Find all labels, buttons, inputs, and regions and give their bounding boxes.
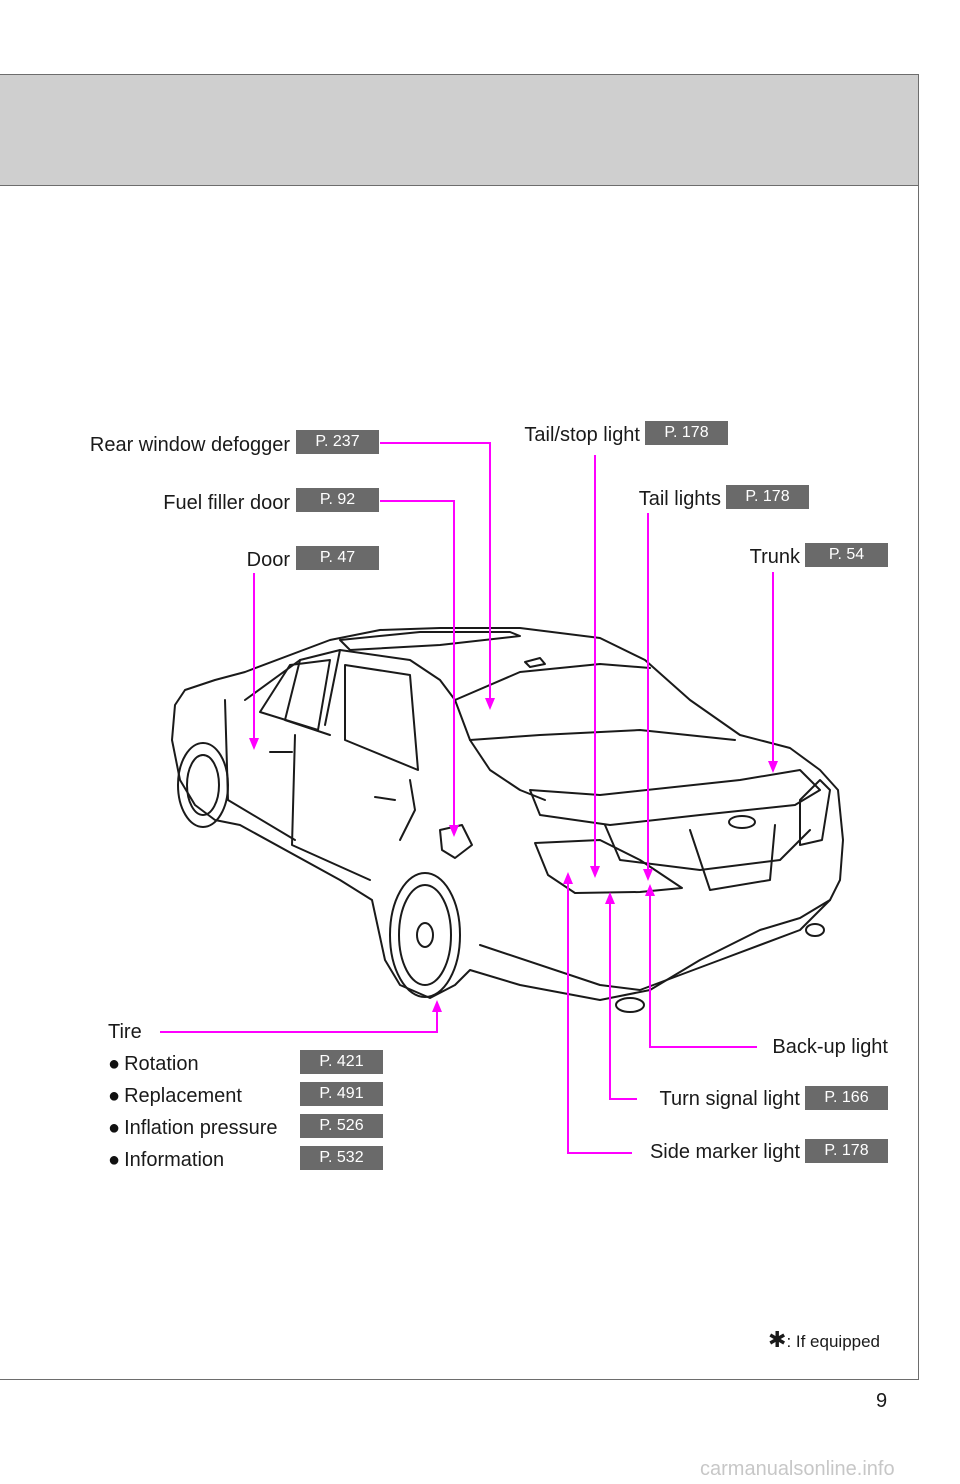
- page-number: 9: [876, 1390, 888, 1412]
- asterisk-icon: ✱: [768, 1327, 787, 1352]
- tire-item-label: Replacement: [124, 1085, 242, 1107]
- tire-item-label: Information: [124, 1149, 225, 1171]
- tire-item-information: ●Information: [108, 1148, 224, 1172]
- trunk-label: Trunk: [749, 546, 800, 568]
- leader-lines: [160, 442, 774, 1154]
- tail-lights-page-badge[interactable]: P. 178: [726, 485, 809, 509]
- tire-item-replacement: ●Replacement: [108, 1084, 242, 1108]
- bullet-icon: ●: [108, 1149, 121, 1171]
- watermark: carmanualsonline.info: [700, 1458, 895, 1480]
- header-band: [0, 75, 918, 186]
- tire-item-rotation: ●Rotation: [108, 1052, 199, 1076]
- footnote-text: : If equipped: [786, 1332, 881, 1351]
- tire-item-inflation-pressure: ●Inflation pressure: [108, 1116, 278, 1140]
- door-label: Door: [246, 549, 290, 571]
- bullet-icon: ●: [108, 1117, 121, 1139]
- door-page-badge[interactable]: P. 47: [296, 546, 379, 570]
- bullet-icon: ●: [108, 1053, 121, 1075]
- fuel-filler-door-page-badge[interactable]: P. 92: [296, 488, 379, 512]
- side-marker-light-label: Side marker light: [649, 1141, 800, 1163]
- tire-heading: Tire: [108, 1021, 142, 1043]
- tail-stop-light-label: Tail/stop light: [524, 424, 640, 446]
- tire-information-page-badge[interactable]: P. 532: [300, 1146, 383, 1170]
- tire-item-label: Inflation pressure: [124, 1117, 278, 1139]
- tail-stop-light-page-badge[interactable]: P. 178: [645, 421, 728, 445]
- turn-signal-light-page-badge[interactable]: P. 166: [805, 1086, 888, 1110]
- rear-window-defogger-page-badge[interactable]: P. 237: [296, 430, 379, 454]
- tire-item-label: Rotation: [124, 1053, 199, 1075]
- side-marker-light-page-badge[interactable]: P. 178: [805, 1139, 888, 1163]
- trunk-page-badge[interactable]: P. 54: [805, 543, 888, 567]
- tire-replacement-page-badge[interactable]: P. 491: [300, 1082, 383, 1106]
- leader-arrowheads: [249, 698, 778, 1012]
- tire-rotation-page-badge[interactable]: P. 421: [300, 1050, 383, 1074]
- turn-signal-light-label: Turn signal light: [659, 1088, 800, 1110]
- car-illustration: [171, 627, 844, 1013]
- page-frame: [0, 74, 919, 1380]
- rear-window-defogger-label: Rear window defogger: [89, 434, 290, 456]
- fuel-filler-door-label: Fuel filler door: [163, 492, 290, 514]
- bullet-icon: ●: [108, 1085, 121, 1107]
- footnote: ✱: If equipped: [768, 1327, 880, 1353]
- tire-inflation-pressure-page-badge[interactable]: P. 526: [300, 1114, 383, 1138]
- back-up-light-label: Back-up light: [772, 1036, 888, 1058]
- tail-lights-label: Tail lights: [638, 488, 721, 510]
